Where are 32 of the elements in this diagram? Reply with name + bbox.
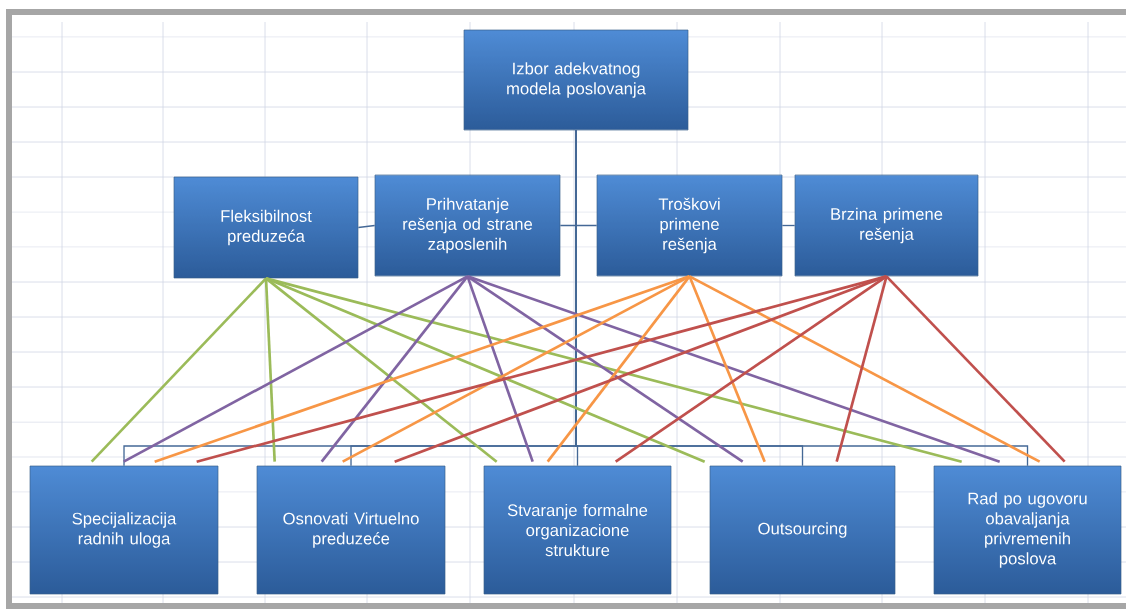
connector-line bbox=[265, 277, 498, 463]
alternative-box: Stvaranje formalne organizacione strukture bbox=[483, 465, 672, 595]
connector-line bbox=[342, 275, 691, 463]
criterion-box: Prihvatanje rešenja od strane zaposlenih bbox=[374, 174, 561, 277]
alternative-box: Osnovati Virtuelno preduzeće bbox=[256, 465, 446, 595]
connector-line bbox=[781, 224, 796, 227]
criterion-box: Troškovi primene rešenja bbox=[596, 174, 783, 277]
connector-line bbox=[466, 275, 744, 463]
connector-line bbox=[320, 275, 469, 463]
criterion-box: Fleksibilnost preduzeća bbox=[173, 176, 359, 279]
connector-line bbox=[575, 129, 1029, 467]
connector-line bbox=[885, 275, 1066, 463]
connector-line bbox=[123, 275, 469, 463]
connector-line bbox=[835, 276, 888, 462]
goal-box: Izbor adekvatnog modela poslovanja bbox=[463, 29, 689, 131]
alternative-box: Outsourcing bbox=[709, 465, 896, 595]
connector-line bbox=[467, 275, 1001, 463]
connector-line bbox=[196, 275, 887, 463]
connector-line bbox=[90, 277, 267, 463]
connector-line bbox=[546, 275, 691, 463]
connector-line bbox=[264, 278, 276, 462]
connector-line bbox=[466, 275, 534, 463]
criterion-box: Brzina primene rešenja bbox=[794, 174, 979, 277]
connector-line bbox=[394, 275, 887, 463]
connector-line bbox=[265, 277, 963, 463]
connector-line bbox=[265, 277, 706, 463]
connector-line bbox=[688, 275, 1041, 463]
connector-line bbox=[614, 275, 888, 463]
connector-line bbox=[357, 224, 376, 229]
alternative-box: Specijalizacija radnih uloga bbox=[29, 465, 219, 595]
alternative-box: Rad po ugovoru obavaljanja privremenih poslova bbox=[933, 465, 1122, 595]
connector-line bbox=[688, 275, 766, 463]
